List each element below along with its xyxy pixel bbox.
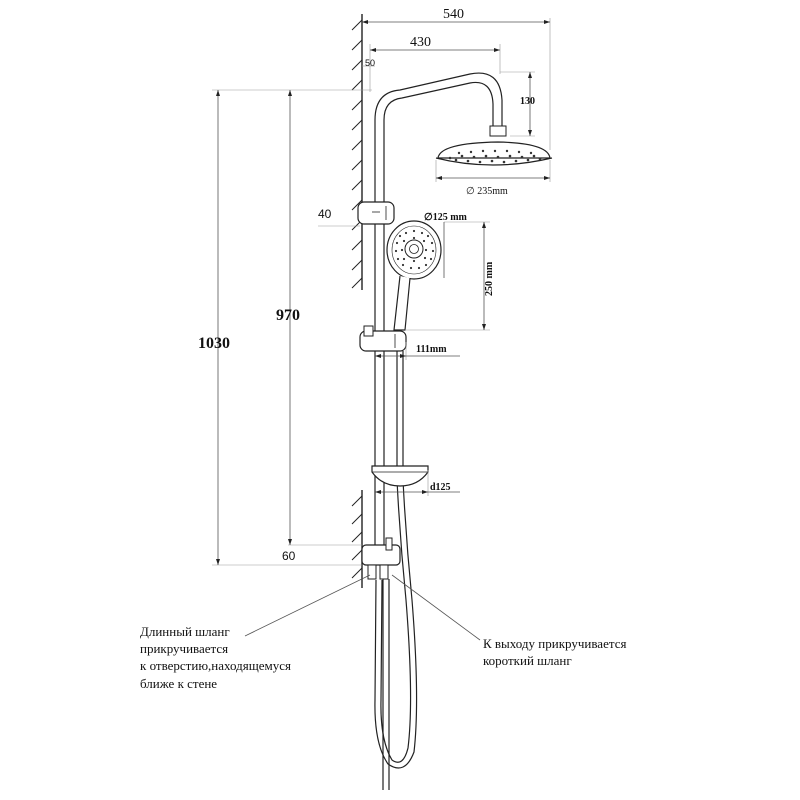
dim-holder-width: 111mm [416,344,447,355]
svg-text:ближе к стене: ближе к стене [140,676,217,691]
dim-soap-dish: d125 [430,482,451,493]
dim-mixer-offset: 60 [282,549,296,563]
dim-head-diameter: ∅ 235mm [466,186,508,197]
note-leaders [244,574,481,641]
shower-hose [374,351,418,769]
svg-text:к отверстию,находящемуся: к отверстию,находящемуся [140,658,291,673]
svg-text:К выходу прикручивается: К выходу прикручивается [483,636,626,651]
dim-holder-offset: 40 [318,207,332,221]
dim-head-drop: 130 [520,96,535,107]
mixer-diverter [361,537,401,790]
wall-upper [351,14,363,290]
shower-rail [374,72,507,545]
dim-wall-offset-top: 50 [365,58,375,68]
svg-text:короткий шланг: короткий шланг [483,653,572,668]
dim-total-height: 1030 [198,335,230,352]
svg-text:Длинный шланг: Длинный шланг [140,624,230,639]
overhead-shower-head [435,141,553,166]
hand-shower-holder-upper [357,201,395,225]
dimension-arrows [216,20,550,565]
dim-total-width: 540 [443,7,464,22]
hand-shower [386,220,442,331]
dim-hand-length: 250 mm [484,261,495,296]
soap-dish [371,465,429,487]
sliding-holder [359,325,407,352]
note-long-hose: Длинный шланг прикручивается к отверстию… [140,624,291,691]
wall-lower [351,490,363,588]
dimension-lines [212,18,551,566]
svg-text:прикручивается: прикручивается [140,641,228,656]
dim-rail-height: 970 [276,307,300,324]
note-short-hose: К выходу прикручивается короткий шланг [483,636,626,668]
dim-hand-diameter: ∅125 mm [424,212,468,223]
dim-rail-to-head: 430 [410,35,431,50]
